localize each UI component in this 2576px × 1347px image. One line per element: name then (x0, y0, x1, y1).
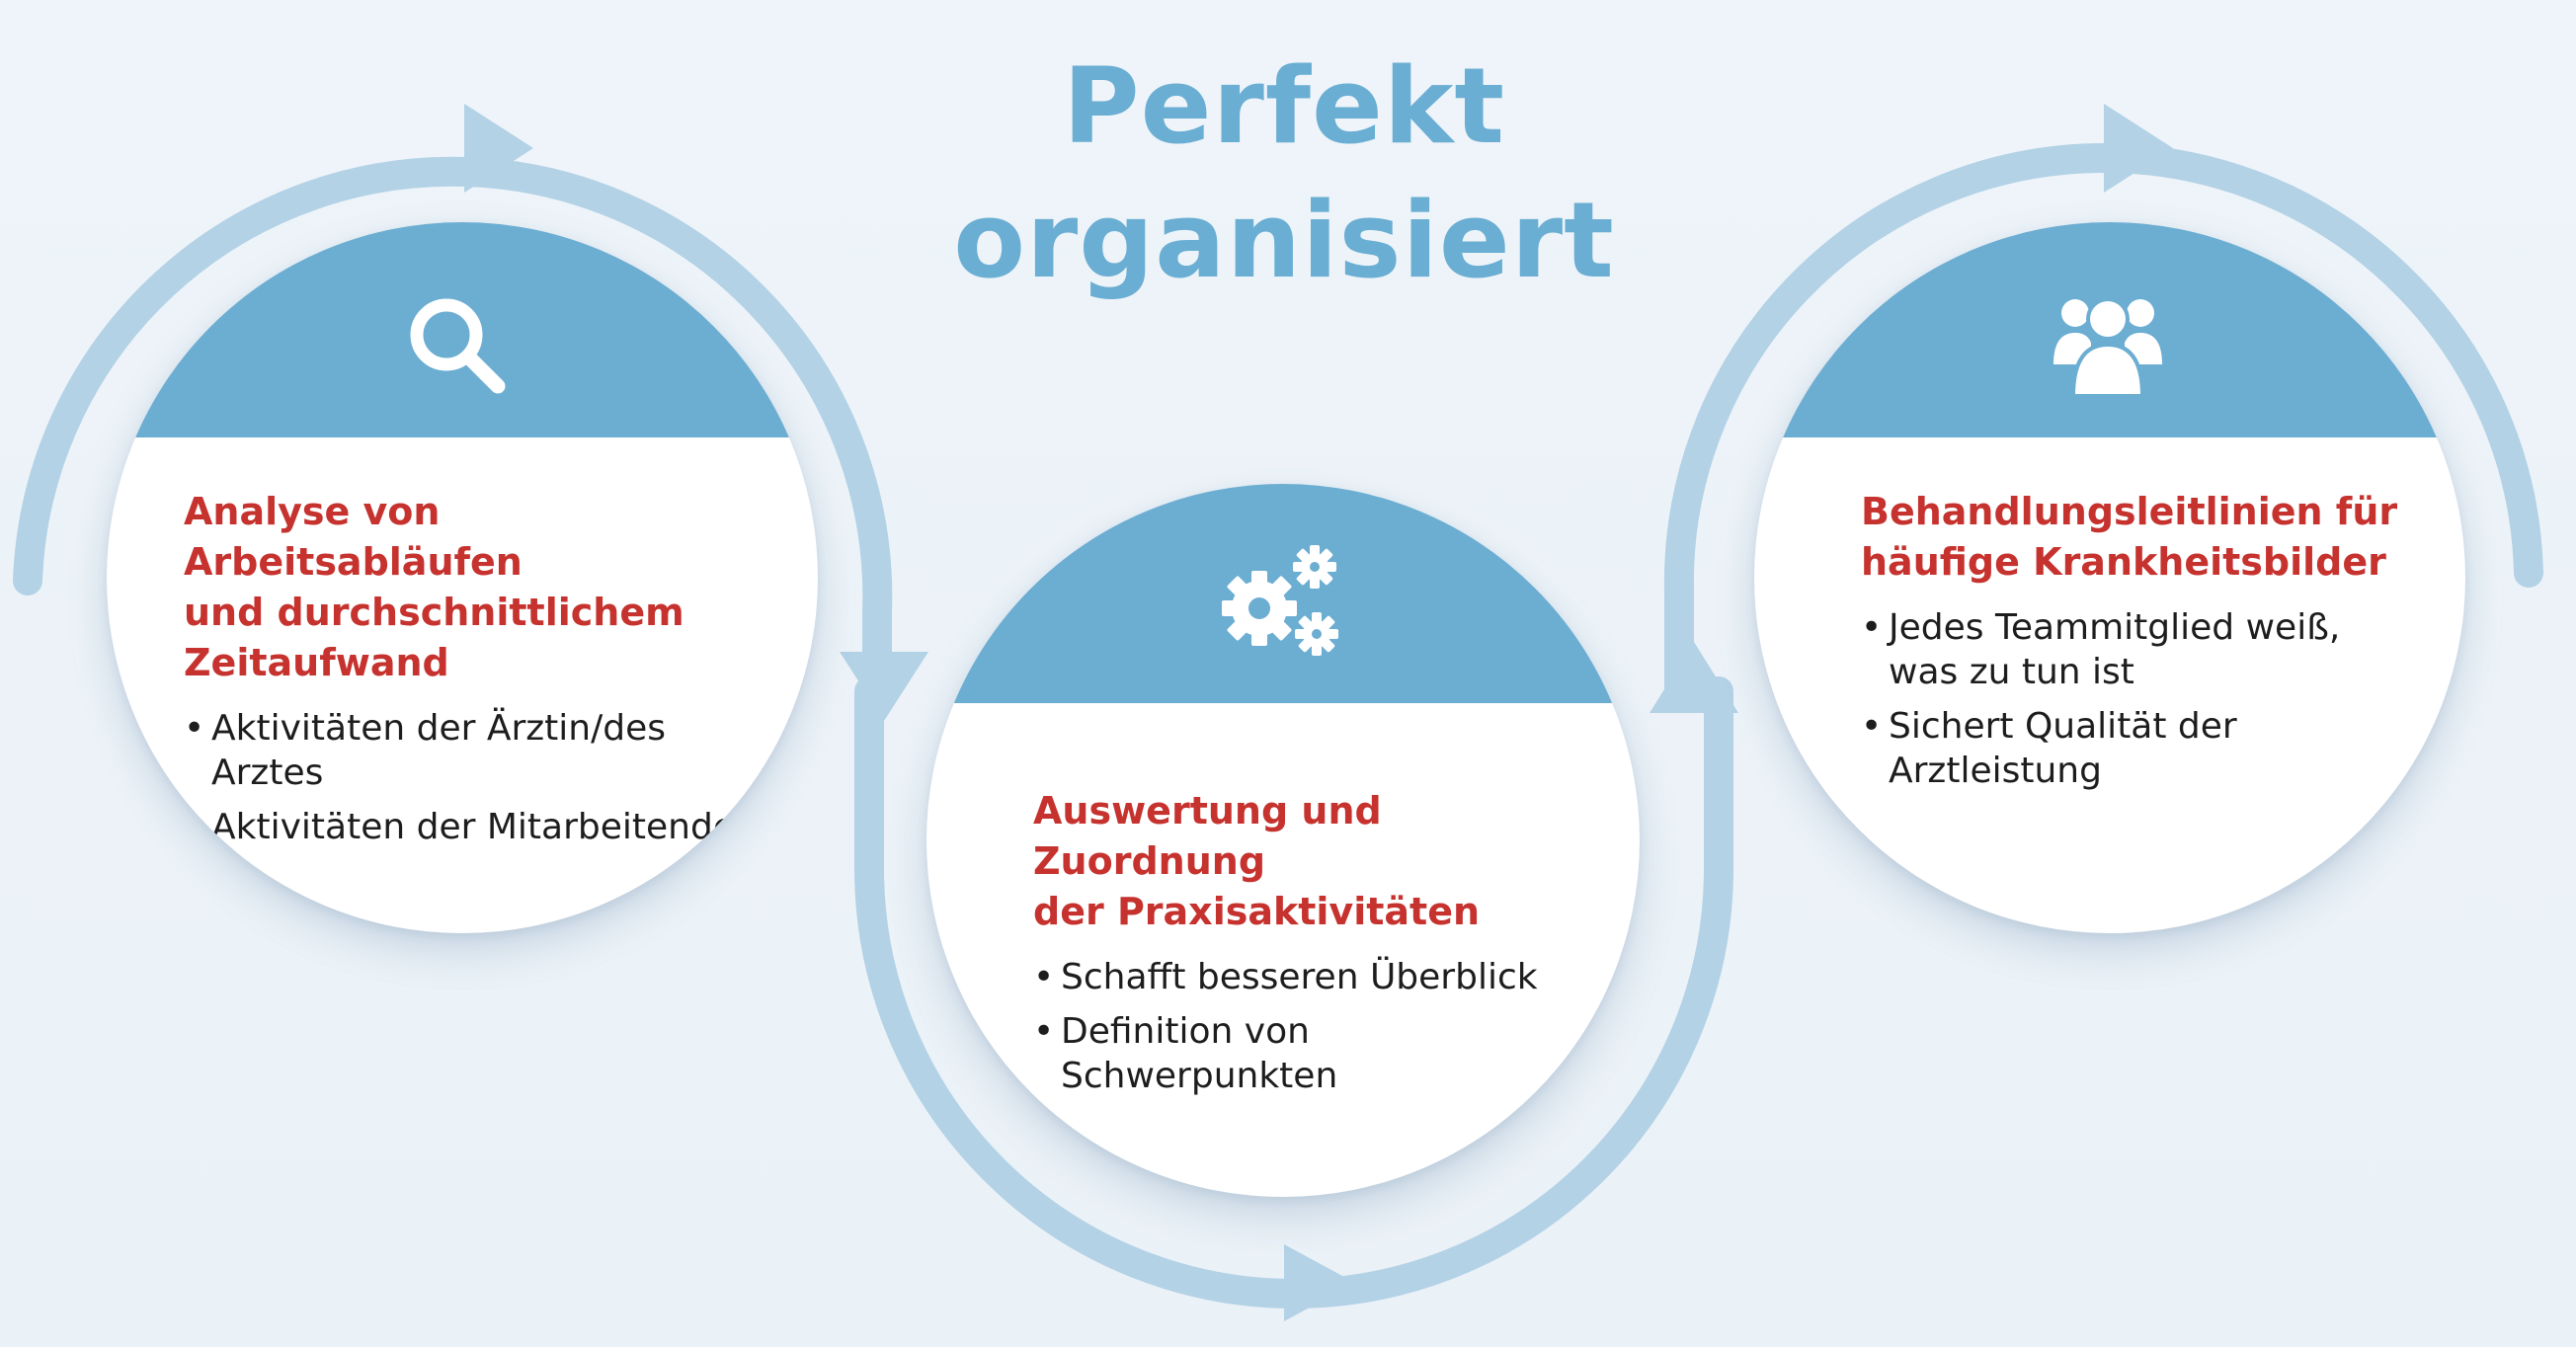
bullet-line: Aktivitäten der Mitarbeitenden (211, 807, 758, 847)
bullet-list: Jedes Teammitglied weiß, was zu tun ist … (1861, 605, 2444, 793)
bullet-line: Schafft besseren Überblick (1061, 957, 1538, 997)
heading-line: und durchschnittlichem (184, 591, 684, 634)
heading-line: der Praxisaktivitäten (1033, 890, 1481, 933)
bullet-item: Aktivitäten der Mitarbeitenden (184, 805, 786, 849)
bullet-item: Aktivitäten der Ärztin/des Arztes (184, 706, 786, 795)
bullet-line: Sichert Qualität der (1889, 706, 2237, 747)
heading-line: häufige Krankheitsbilder (1861, 540, 2386, 584)
gears-icon (1222, 545, 1338, 656)
arrow-head-top-right (2104, 104, 2173, 193)
arrow-head-left-down (840, 652, 928, 721)
card-heading: Behandlungsleitlinien für häufige Krankh… (1861, 487, 2444, 588)
bullet-list: Aktivitäten der Ärztin/des Arztes Aktivi… (184, 706, 786, 849)
card-heading: Analyse von Arbeitsabläufen und durchsch… (184, 487, 786, 688)
heading-line: Auswertung und Zuordnung (1033, 789, 1382, 883)
heading-line: Behandlungsleitlinien für (1861, 490, 2398, 533)
bullet-item: Schafft besseren Überblick (1033, 955, 1616, 999)
title-line-1: Perfekt (1062, 45, 1506, 167)
search-icon (410, 298, 506, 394)
loop-arc-right (1663, 142, 2543, 706)
card-header (107, 222, 818, 437)
card-body: Auswertung und Zuordnung der Praxisaktiv… (1033, 786, 1616, 1108)
bullet-line: Arztleistung (1889, 751, 2102, 791)
heading-line: Zeitaufwand (184, 641, 449, 684)
bullet-item: Sichert Qualität der Arztleistung (1861, 704, 2444, 793)
bullet-line: was zu tun ist (1889, 652, 2134, 692)
bullet-item: Jedes Teammitglied weiß, was zu tun ist (1861, 605, 2444, 694)
card-evaluation: Auswertung und Zuordnung der Praxisaktiv… (926, 484, 1640, 1197)
card-guidelines: Behandlungsleitlinien für häufige Krankh… (1754, 222, 2465, 933)
bullet-line: Aktivitäten der Ärztin/des Arztes (211, 708, 666, 793)
arrow-head-right-up (1650, 642, 1738, 713)
bullet-line: Jedes Teammitglied weiß, (1889, 607, 2341, 648)
card-analysis: Analyse von Arbeitsabläufen und durchsch… (107, 222, 818, 933)
card-body: Analyse von Arbeitsabläufen und durchsch… (184, 487, 786, 859)
bullet-item: Definition von Schwerpunkten (1033, 1009, 1616, 1098)
card-heading: Auswertung und Zuordnung der Praxisaktiv… (1033, 786, 1616, 937)
title-line-2: organisiert (953, 180, 1615, 301)
card-body: Behandlungsleitlinien für häufige Krankh… (1861, 487, 2444, 803)
arrow-head-bottom (1284, 1244, 1355, 1321)
arrow-head-top-left (464, 104, 533, 193)
bullet-line: Definition von (1061, 1011, 1310, 1052)
page-title: Perfekt organisiert (889, 40, 1679, 308)
users-icon (2053, 297, 2162, 398)
bullet-line: Schwerpunkten (1061, 1056, 1338, 1096)
bullet-list: Schafft besseren Überblick Definition vo… (1033, 955, 1616, 1098)
heading-line: Analyse von Arbeitsabläufen (184, 490, 523, 584)
